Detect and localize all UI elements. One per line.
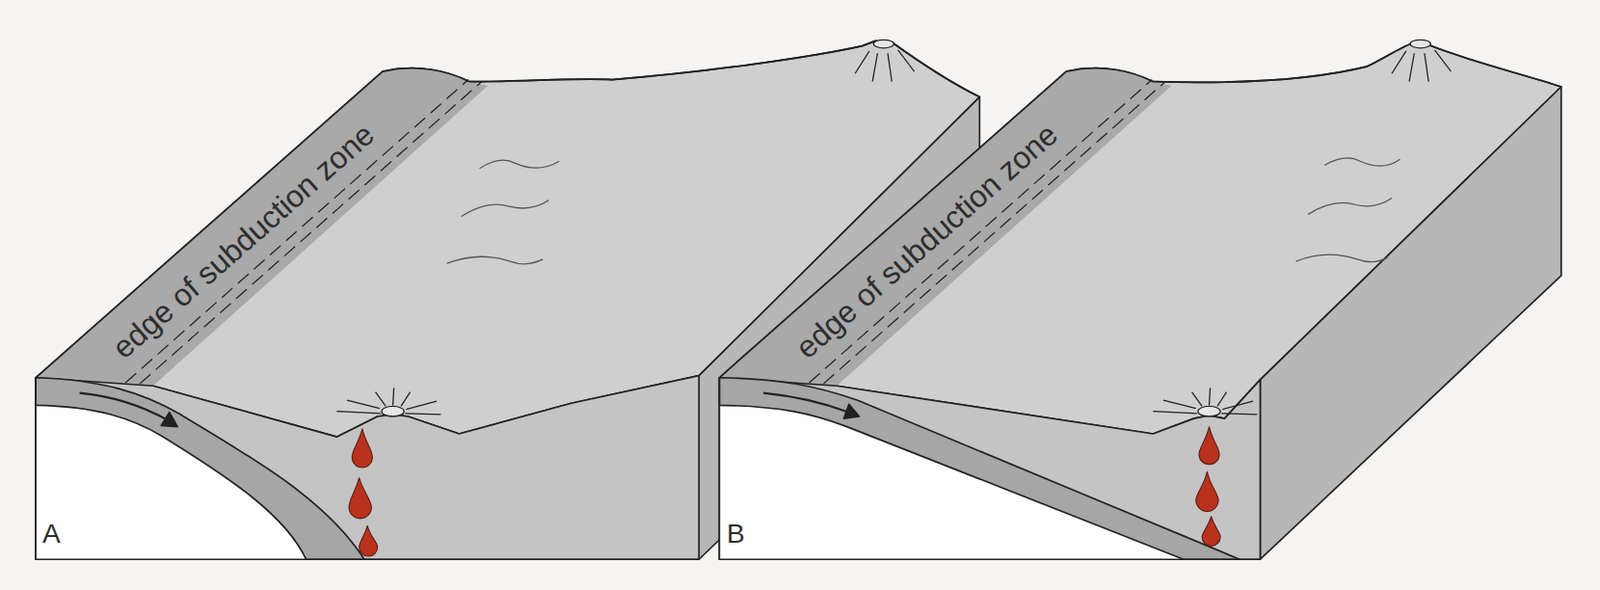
dashed-edge <box>125 80 469 383</box>
volcano-lines <box>1152 387 1257 415</box>
front-face <box>719 377 1260 560</box>
crater <box>1198 405 1221 417</box>
subducting-slab <box>719 377 1240 560</box>
magma-drop <box>1196 471 1219 511</box>
magma-drop <box>1201 516 1221 547</box>
subduction-band <box>719 68 1172 387</box>
volcano-lines <box>336 387 441 415</box>
dashed-edge <box>809 80 1153 383</box>
volcano-lines <box>1391 50 1451 82</box>
contour-line <box>1296 254 1388 263</box>
subduction-band <box>35 68 488 387</box>
contour-line <box>447 256 544 265</box>
contour-line <box>1324 158 1400 166</box>
contour-line <box>1307 197 1392 214</box>
contour-line <box>461 200 550 217</box>
dashed-edge <box>823 81 1166 384</box>
magma-drop <box>351 428 373 468</box>
crater <box>381 405 404 417</box>
panel-letter: A <box>42 520 61 548</box>
mantle-region <box>719 404 1184 560</box>
arrow-head <box>160 412 178 427</box>
crater <box>1410 39 1431 48</box>
crater <box>873 39 894 48</box>
panel-letter: B <box>726 520 746 548</box>
arrow-head <box>844 403 860 419</box>
dashed-edge <box>139 81 482 384</box>
front-face <box>35 375 699 560</box>
magma-drop <box>1199 426 1220 465</box>
magma-drop <box>348 478 372 519</box>
magma-drop <box>359 525 378 557</box>
block-outline <box>719 377 1260 560</box>
motion-arrow <box>80 393 169 422</box>
block-outline <box>35 377 699 560</box>
contour-line <box>480 160 560 169</box>
volcano-lines <box>854 50 914 82</box>
side-face <box>1259 86 1561 560</box>
subducting-slab <box>35 377 365 560</box>
motion-arrow <box>763 393 850 413</box>
